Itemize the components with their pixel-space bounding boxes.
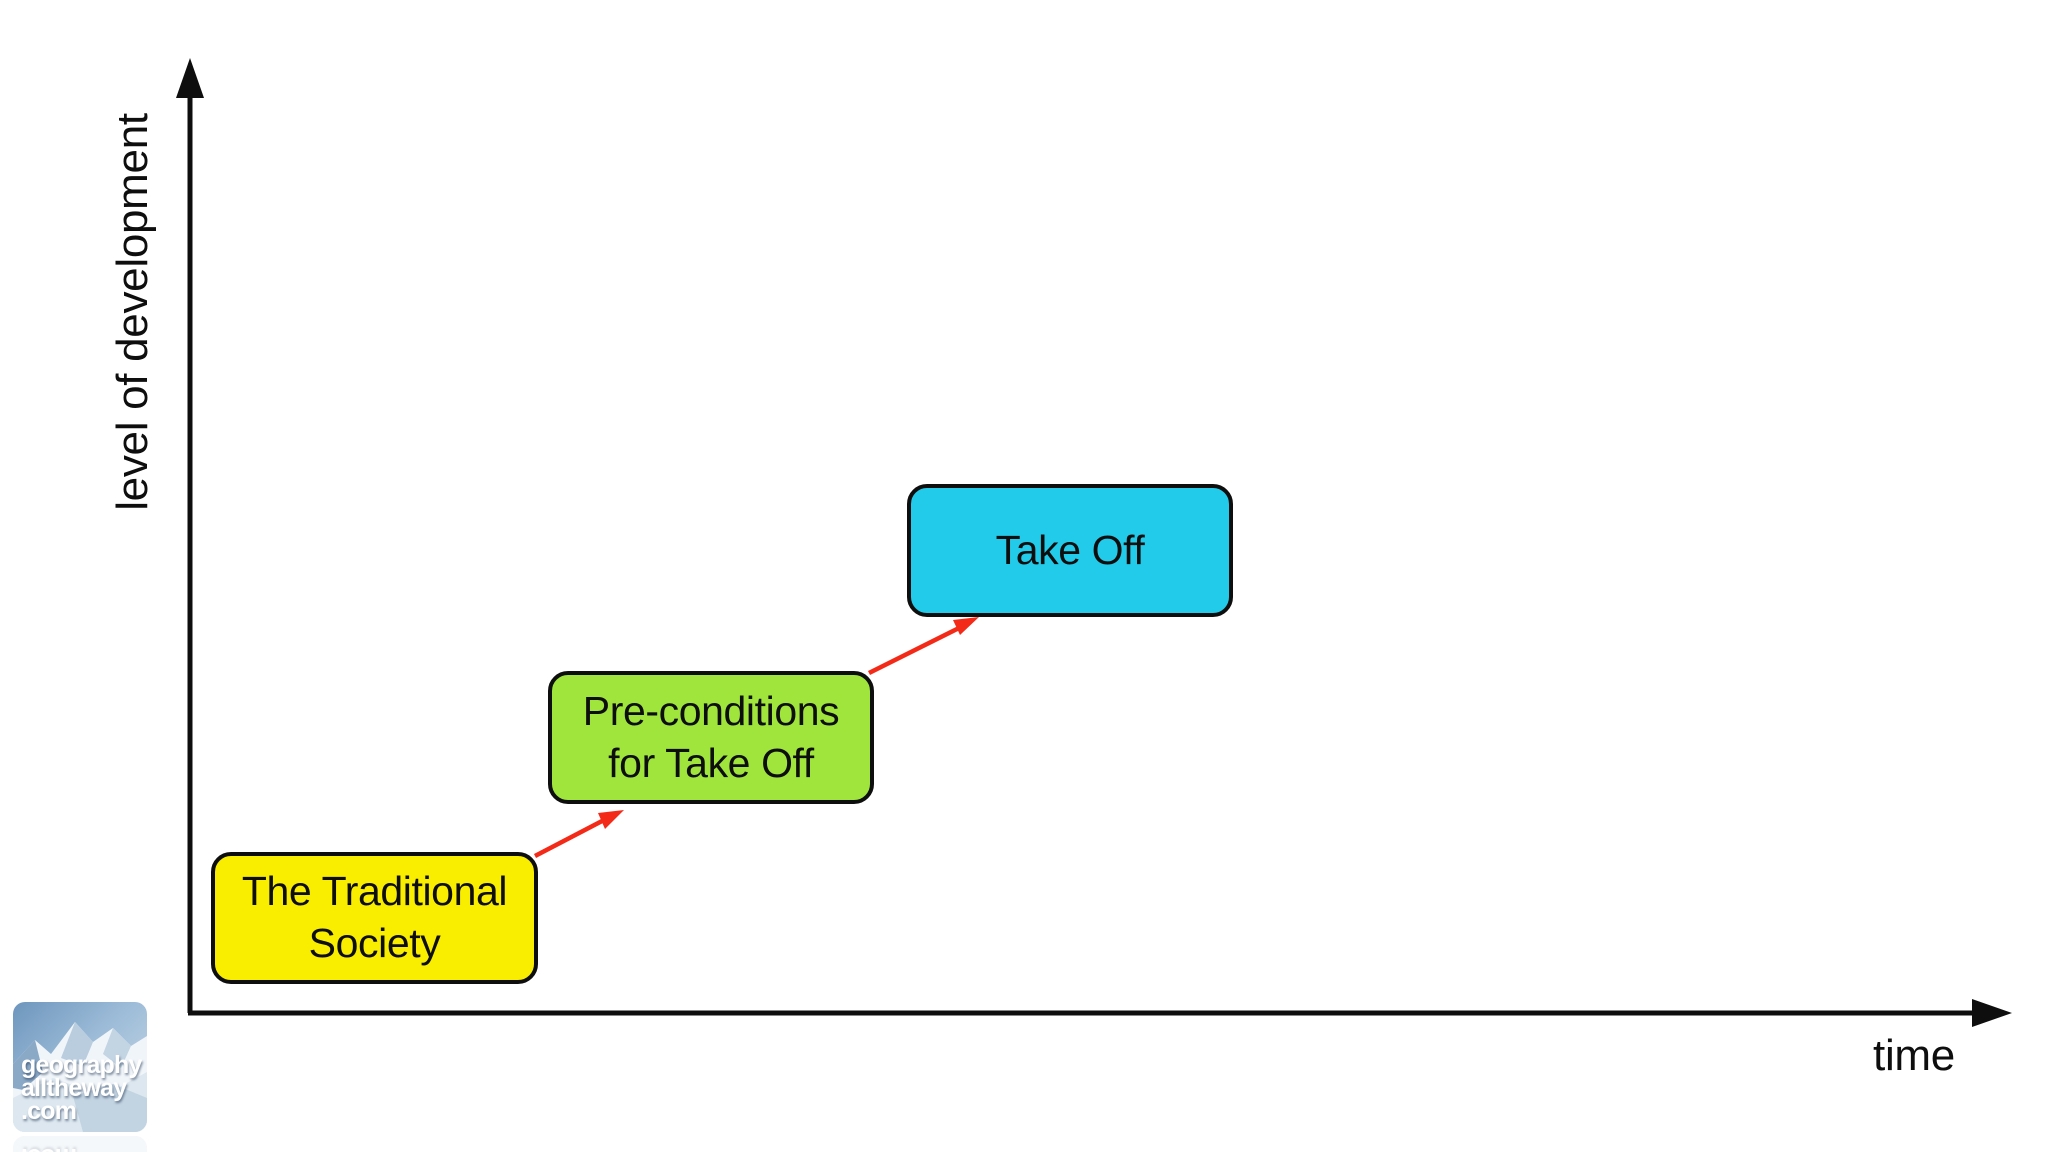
connector-1-line [533, 818, 606, 858]
mountain-photo-icon [13, 1002, 147, 1132]
connector-1-arrowhead [598, 810, 624, 829]
logo-text: geography alltheway .com [21, 1051, 142, 1125]
connector-2-line [867, 625, 961, 676]
logo-reflection: geography alltheway .com [13, 1136, 147, 1152]
connector-2-arrowhead [953, 617, 979, 635]
stage-label-take-off: Take Off [995, 526, 1145, 573]
logo-reflection-text: geography alltheway .com [21, 1143, 142, 1152]
stage-box-take-off: Take Off [907, 484, 1233, 617]
x-axis-label: time [1873, 1031, 1955, 1080]
x-axis-arrowhead [1972, 999, 2012, 1027]
logo-text-line-2: alltheway [21, 1074, 127, 1102]
logo-geographyalltheway: geography alltheway .com [13, 1002, 147, 1132]
stage-label-traditional-society: The Traditional Society [241, 868, 508, 966]
y-axis-label: level of development [108, 113, 157, 511]
logo-text-line-1: geography [21, 1051, 142, 1079]
mountain-photo-icon-reflection [13, 1136, 147, 1152]
stage-box-traditional-society: The Traditional Society [211, 852, 538, 984]
stage-box-preconditions-for-take-off: Pre-conditions for Take Off [548, 671, 874, 804]
stage-label-preconditions-for-take-off: Pre-conditions for Take Off [582, 687, 840, 786]
y-axis-arrowhead [176, 58, 204, 98]
logo-text-line-3: .com [21, 1097, 77, 1125]
